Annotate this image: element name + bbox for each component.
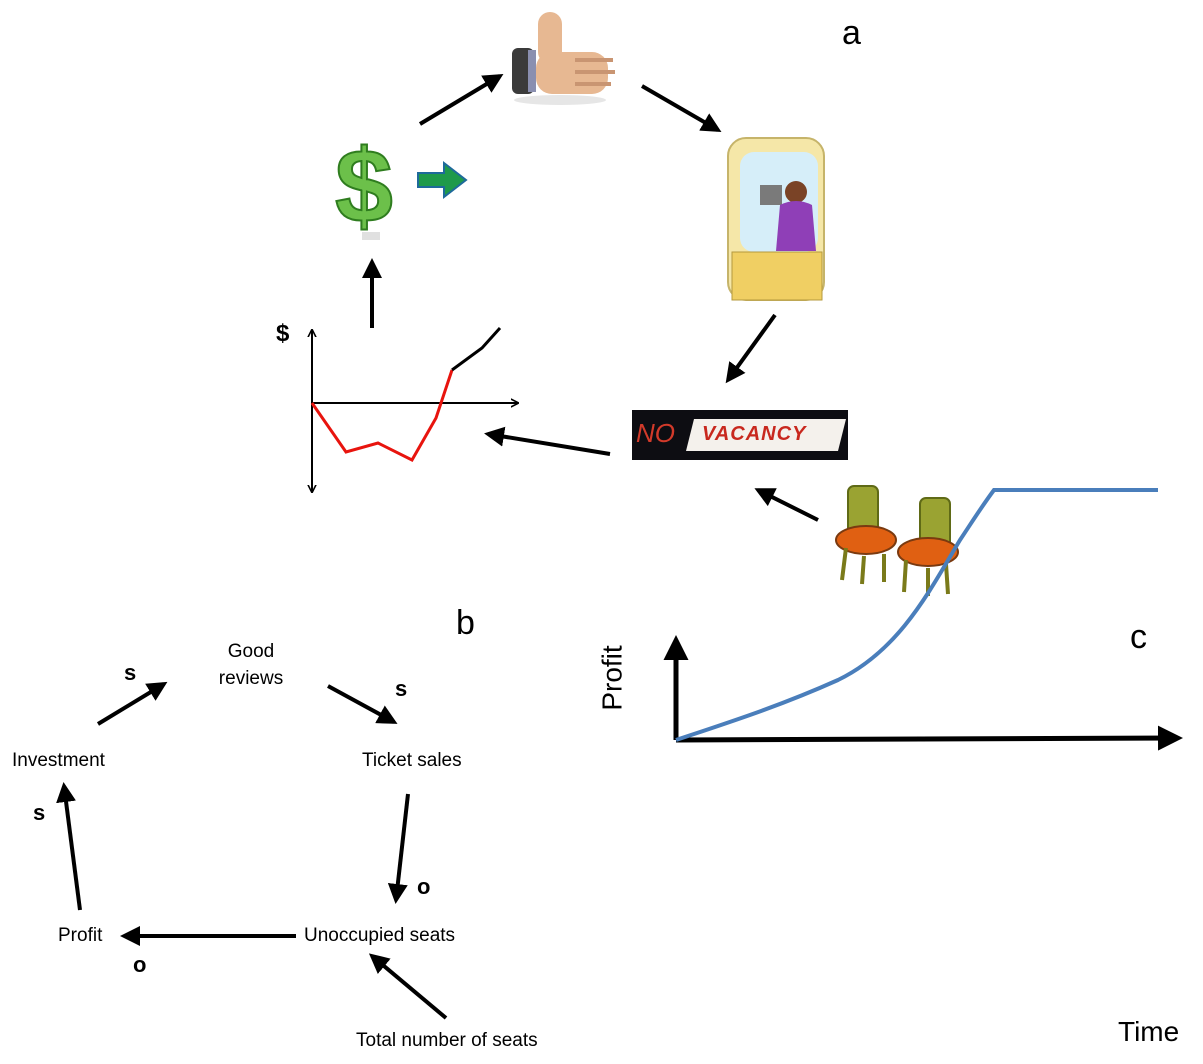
dollar-icon: $: [334, 128, 394, 246]
polarity-unoccupied-profit: o: [133, 952, 147, 977]
green-arrow-icon: [417, 160, 468, 200]
polarity-sales-unoccupied: o: [417, 874, 431, 899]
node-profit: Profit: [58, 925, 103, 946]
panel-a-letter: a: [842, 14, 861, 52]
arrow-investment-to-reviews: [96, 681, 168, 726]
c-y-axis-label: Profit: [596, 645, 628, 711]
arrow-sales-to-unoccupied: [387, 793, 410, 904]
arrow-profit-to-investment: [56, 782, 82, 911]
profit-curve: [675, 488, 1158, 742]
node-good-reviews: Good reviews: [218, 641, 284, 689]
sign-vacancy-text: VACANCY: [702, 423, 807, 445]
arrow-booth-to-sign: [725, 313, 777, 384]
node-ticket-sales: Ticket sales: [362, 750, 462, 771]
chairs-icon: [835, 485, 959, 596]
arrow-thumb-to-booth: [640, 84, 722, 133]
sign-no-text: NO: [636, 418, 675, 448]
panel-c-letter: c: [1130, 618, 1147, 656]
polarity-reviews-sales: s: [395, 676, 408, 701]
graph-dollar-axis-label: $: [276, 320, 290, 347]
c-x-axis-label: Time: [1118, 1016, 1180, 1047]
no-vacancy-sign: NO VACANCY: [632, 410, 848, 460]
polarity-profit-investment: s: [33, 800, 46, 825]
polarity-investment-reviews: s: [124, 660, 137, 685]
arrow-chairs-to-sign: [754, 488, 819, 522]
ticket-booth-icon: [727, 137, 825, 301]
svg-text:$: $: [335, 129, 393, 245]
c-x-axis: [675, 725, 1183, 751]
arrow-total-to-unoccupied: [368, 953, 448, 1020]
node-unoccupied-seats: Unoccupied seats: [304, 925, 456, 946]
arrow-dollar-to-thumb: [418, 73, 504, 126]
thumbs-up-icon: [512, 12, 615, 105]
node-investment: Investment: [12, 750, 105, 771]
profit-graph-icon: [312, 326, 518, 492]
panel-b-letter: b: [456, 604, 475, 642]
node-total-seats: Total number of seats: [356, 1030, 538, 1051]
arrow-reviews-to-sales: [327, 684, 398, 724]
arrow-sign-to-graph: [484, 426, 611, 456]
